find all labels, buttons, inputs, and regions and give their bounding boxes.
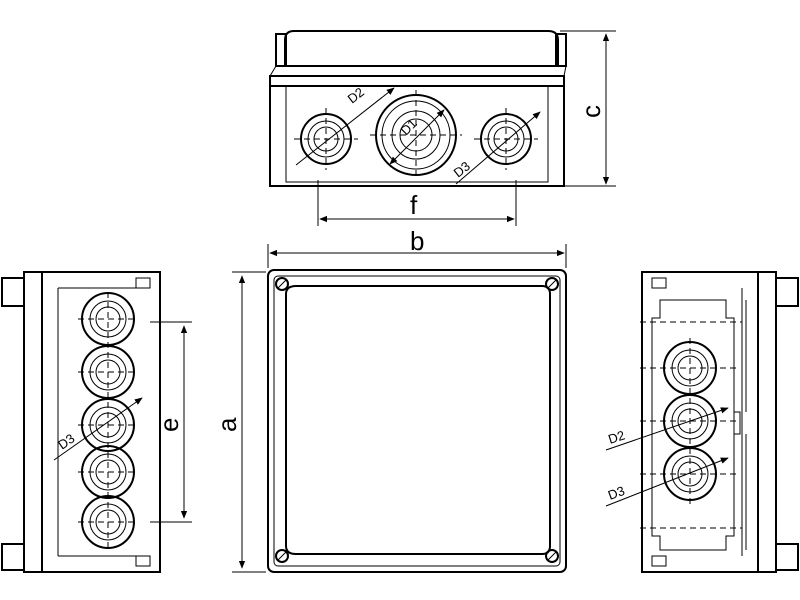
front-view-body [269, 75, 565, 187]
label-e: e [154, 418, 184, 432]
label-d2-right: D2 [606, 427, 626, 446]
label-f: f [410, 190, 418, 220]
right-side-view: D2 D3 [605, 271, 799, 573]
lid-outline [267, 269, 567, 573]
label-b: b [410, 226, 424, 256]
left-side-view: D3 e [1, 271, 192, 573]
front-view: D2 D1 D3 c f [269, 30, 616, 226]
screw-icon [275, 277, 559, 563]
gland-row-left [81, 292, 135, 549]
label-d2-front: D2 [345, 84, 367, 106]
right-side-body [641, 271, 759, 573]
label-d3-right: D3 [606, 483, 627, 503]
label-d3-front: D3 [451, 158, 473, 180]
front-view-lid [284, 30, 559, 66]
left-side-body [41, 271, 161, 573]
label-a: a [212, 417, 242, 432]
label-c: c [576, 105, 606, 118]
plan-view: b a [212, 226, 567, 573]
lid-inner-panel [285, 285, 551, 555]
